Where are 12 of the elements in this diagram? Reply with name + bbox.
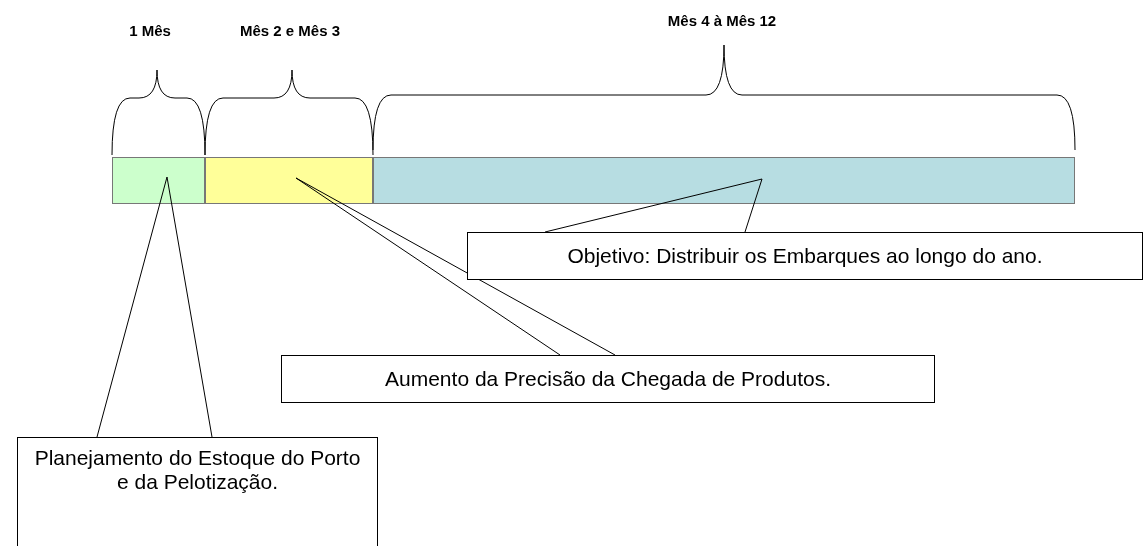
callout-pointer [96, 176, 213, 438]
period-label: Mês 2 e Mês 3 [239, 22, 341, 39]
callout-pointer [295, 177, 616, 356]
callout-pointer [544, 178, 763, 233]
period-label: 1 Mês [129, 22, 171, 39]
callout-box: Aumento da Precisão da Chegada de Produtos. [281, 355, 935, 403]
period-label: Mês 4 à Mês 12 [667, 12, 777, 29]
timeline-bar [112, 157, 205, 204]
timeline-bar [205, 157, 373, 204]
callout-box: Planejamento do Estoque do Porto e da Pelotização. [17, 437, 378, 546]
timeline-bar [373, 157, 1075, 204]
callout-box: Objetivo: Distribuir os Embarques ao longo do ano. [467, 232, 1143, 280]
